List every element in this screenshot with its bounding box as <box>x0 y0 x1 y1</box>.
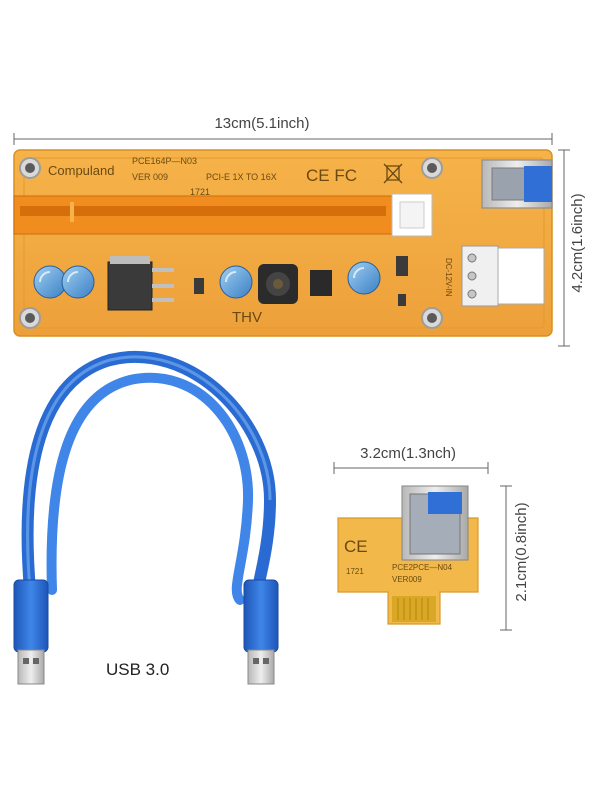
power-label: DC-12V-IN <box>444 258 453 297</box>
inductor <box>258 264 298 304</box>
capacitor <box>219 265 253 299</box>
slot-latch <box>391 193 433 237</box>
smd-part <box>398 294 406 306</box>
slot-spec-label: PCI-E 1X TO 16X <box>206 172 277 182</box>
adapter-model-label: PCE2PCE—N04 <box>392 563 453 572</box>
diode <box>396 256 408 276</box>
riser-width-dimension: 13cm(5.1inch) <box>13 115 553 145</box>
adapter-marks: CE <box>344 537 368 556</box>
riser-height-label: 4.2cm(1.6inch) <box>569 193 586 292</box>
capacitor <box>347 261 381 295</box>
riser-height-dimension: 4.2cm(1.6inch) <box>558 149 586 347</box>
silkscreen-label: THV <box>232 309 262 326</box>
smd-part <box>194 278 204 294</box>
certification-marks: CE FC <box>306 166 357 185</box>
cable-label: USB 3.0 <box>106 660 170 679</box>
model-label: PCE164P—N03 <box>132 156 197 166</box>
adapter-usb3-port <box>401 485 469 561</box>
voltage-regulator <box>107 256 174 311</box>
mounting-hole <box>421 157 443 179</box>
adapter-date-code: 1721 <box>346 567 364 576</box>
version-label: VER 009 <box>132 172 168 182</box>
pcie-x16-slot <box>13 195 393 235</box>
mounting-hole <box>421 307 443 329</box>
gold-fingers <box>392 596 436 622</box>
riser-board: Compuland PCE164P—N03 VER 009 PCI-E 1X T… <box>13 149 553 337</box>
power-connector <box>461 245 545 307</box>
brand-label: Compuland <box>48 163 115 178</box>
weee-bin-icon <box>383 163 403 184</box>
usb-cable <box>21 350 277 606</box>
capacitor <box>33 265 67 299</box>
usb-plug-left <box>13 579 49 685</box>
usb3-port <box>481 159 553 209</box>
adapter-version-label: VER009 <box>392 575 422 584</box>
adapter-height-dimension: 2.1cm(0.8inch) <box>500 485 530 631</box>
mounting-hole <box>19 157 41 179</box>
riser-width-label: 13cm(5.1inch) <box>214 115 309 132</box>
capacitor <box>61 265 95 299</box>
date-code: 1721 <box>190 187 210 197</box>
adapter-height-label: 2.1cm(0.8inch) <box>513 502 530 601</box>
adapter-width-dimension: 3.2cm(1.3nch) <box>333 445 489 474</box>
mounting-hole <box>19 307 41 329</box>
adapter-board: CE PCE2PCE—N04 VER009 1721 <box>337 485 479 625</box>
usb-plug-right <box>243 579 279 685</box>
ic-chip <box>310 270 332 296</box>
adapter-width-label: 3.2cm(1.3nch) <box>360 445 456 462</box>
